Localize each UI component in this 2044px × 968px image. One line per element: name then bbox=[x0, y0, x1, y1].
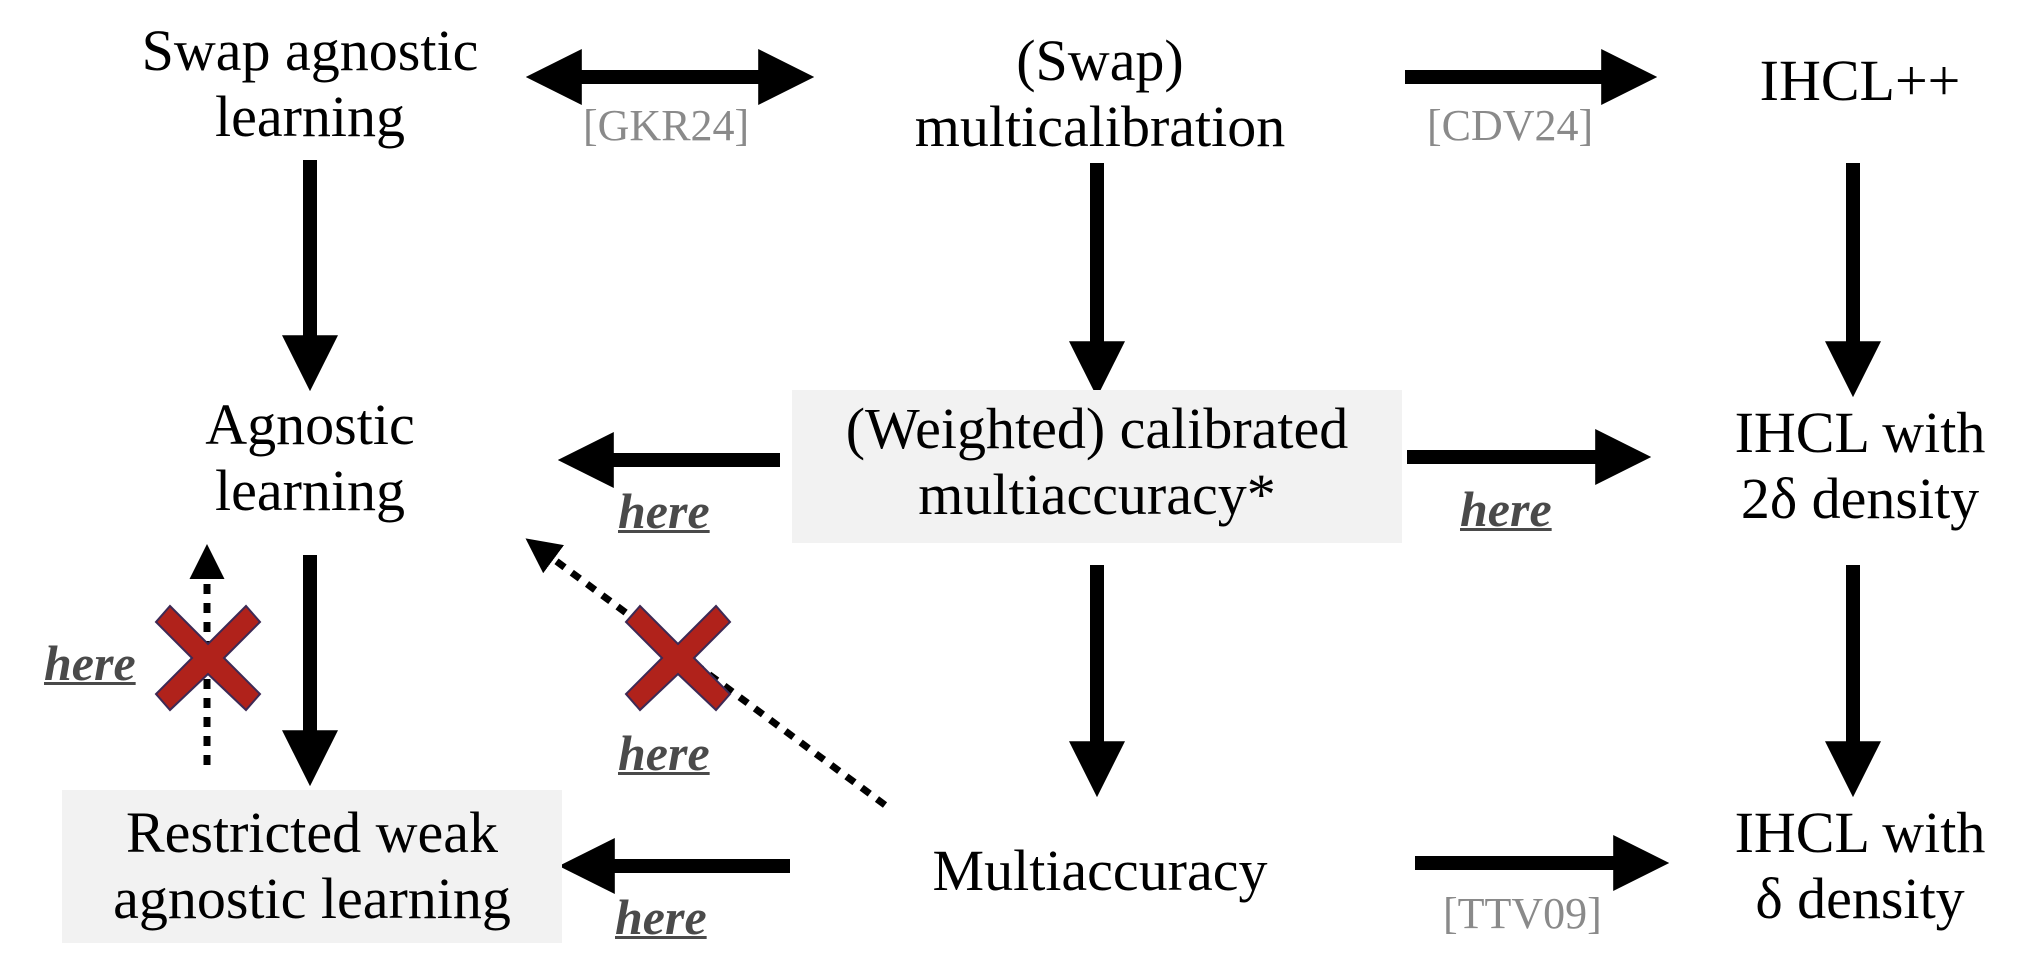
node-swap-agnostic-learning: Swap agnostic learning bbox=[90, 18, 530, 150]
node-weighted-calibrated-multiaccuracy: (Weighted) calibrated multiaccuracy* bbox=[792, 390, 1402, 543]
node-ihcl-plus-plus: IHCL++ bbox=[1680, 48, 2040, 114]
cross-mark-icon bbox=[624, 604, 732, 712]
cross-mark-icon bbox=[154, 604, 262, 712]
citation-ttv09: [TTV09] bbox=[1443, 889, 1602, 938]
node-text: Swap agnostic bbox=[141, 18, 479, 83]
node-text: learning bbox=[214, 84, 406, 149]
node-text: Agnostic bbox=[205, 392, 415, 457]
node-text: (Weighted) calibrated bbox=[845, 396, 1349, 461]
citation-gkr24: [GKR24] bbox=[583, 101, 750, 150]
node-restricted-weak-agnostic-learning: Restricted weak agnostic learning bbox=[62, 790, 562, 943]
node-ihcl-delta-density: IHCL with δ density bbox=[1680, 800, 2040, 932]
node-text: 2δ density bbox=[1740, 466, 1980, 531]
node-text: δ density bbox=[1755, 866, 1965, 931]
node-text: agnostic learning bbox=[113, 866, 511, 931]
here-link[interactable]: here bbox=[1460, 481, 1552, 537]
node-text: multicalibration bbox=[914, 94, 1286, 159]
node-text: IHCL with bbox=[1734, 400, 1986, 465]
node-text: Restricted weak bbox=[125, 800, 498, 865]
node-text: (Swap) bbox=[1016, 28, 1184, 93]
node-ihcl-2delta-density: IHCL with 2δ density bbox=[1680, 400, 2040, 532]
here-link[interactable]: here bbox=[618, 483, 710, 539]
citation-cdv24: [CDV24] bbox=[1427, 101, 1594, 150]
node-text: IHCL with bbox=[1734, 800, 1986, 865]
node-text: Multiaccuracy bbox=[932, 838, 1268, 903]
node-swap-multicalibration: (Swap) multicalibration bbox=[860, 28, 1340, 160]
node-text: learning bbox=[214, 458, 406, 523]
here-link[interactable]: here bbox=[615, 889, 707, 945]
node-multiaccuracy: Multiaccuracy bbox=[860, 838, 1340, 904]
node-text: IHCL++ bbox=[1759, 48, 1961, 113]
node-text: multiaccuracy* bbox=[918, 462, 1276, 527]
node-agnostic-learning: Agnostic learning bbox=[110, 392, 510, 524]
here-link[interactable]: here bbox=[618, 725, 710, 781]
here-link[interactable]: here bbox=[44, 635, 136, 691]
